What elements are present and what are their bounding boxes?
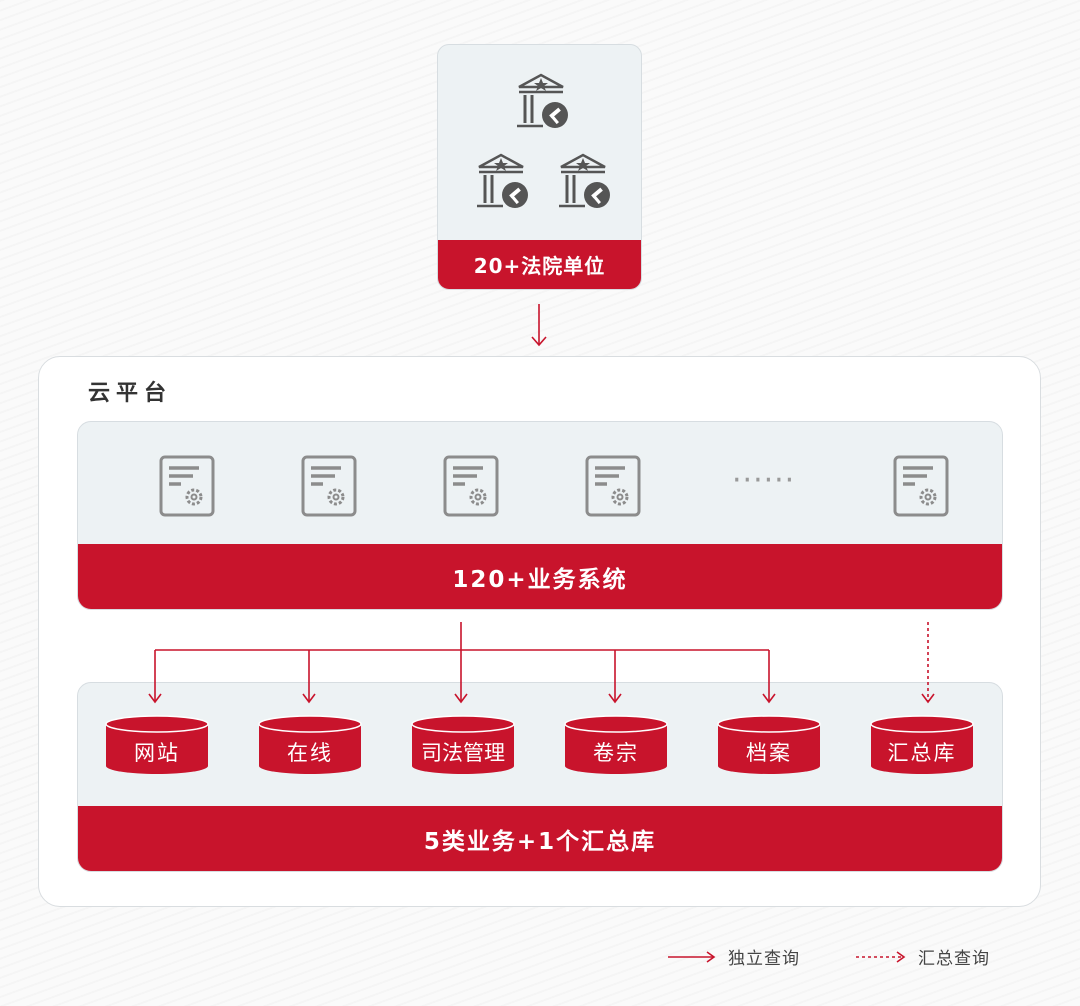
database-label: 卷宗	[593, 741, 639, 765]
ellipsis-indicator: ······	[732, 463, 796, 498]
database-cylinder: 网站	[105, 715, 209, 775]
legend-dashed: 汇总查询	[856, 944, 990, 969]
legend-solid-label: 独立查询	[728, 949, 800, 969]
database-label: 司法管理	[421, 741, 505, 765]
court-building-icon	[559, 153, 610, 208]
court-building-icon	[517, 73, 568, 128]
document-gear-icon	[159, 455, 215, 517]
database-label: 在线	[287, 741, 333, 765]
database-cylinder: 汇总库	[870, 715, 974, 775]
database-label: 汇总库	[887, 741, 957, 765]
business-systems-panel: 120+业务系统	[77, 421, 1003, 610]
database-label: 档案	[746, 741, 792, 765]
legend-dashed-label: 汇总查询	[918, 949, 990, 969]
database-icon	[564, 715, 668, 774]
database-label: 网站	[134, 741, 180, 765]
legend-solid: 独立查询	[668, 944, 800, 969]
database-cylinder: 卷宗	[564, 715, 668, 775]
solid-arrow-icon	[668, 950, 716, 963]
databases-label: 5类业务+1个汇总库	[78, 806, 1002, 871]
database-icon	[105, 715, 209, 774]
database-icon	[411, 715, 515, 774]
cloud-platform-title: 云平台	[88, 381, 173, 406]
document-gear-icon	[585, 455, 641, 517]
database-icon	[870, 715, 974, 774]
database-cylinder: 在线	[258, 715, 362, 775]
database-cylinder: 档案	[717, 715, 821, 775]
database-icon	[717, 715, 821, 774]
court-units-box: 20+法院单位	[437, 44, 642, 290]
court-building-icon	[477, 153, 528, 208]
databases-panel: 5类业务+1个汇总库	[77, 682, 1003, 872]
business-systems-label: 120+业务系统	[78, 544, 1002, 609]
down-arrow-icon	[531, 304, 547, 347]
dashed-arrow-icon	[856, 950, 906, 963]
database-icon	[258, 715, 362, 774]
database-cylinder: 司法管理	[411, 715, 515, 775]
document-gear-icon	[443, 455, 499, 517]
document-gear-icon	[893, 455, 949, 517]
court-units-label: 20+法院单位	[438, 240, 641, 289]
document-gear-icon	[301, 455, 357, 517]
